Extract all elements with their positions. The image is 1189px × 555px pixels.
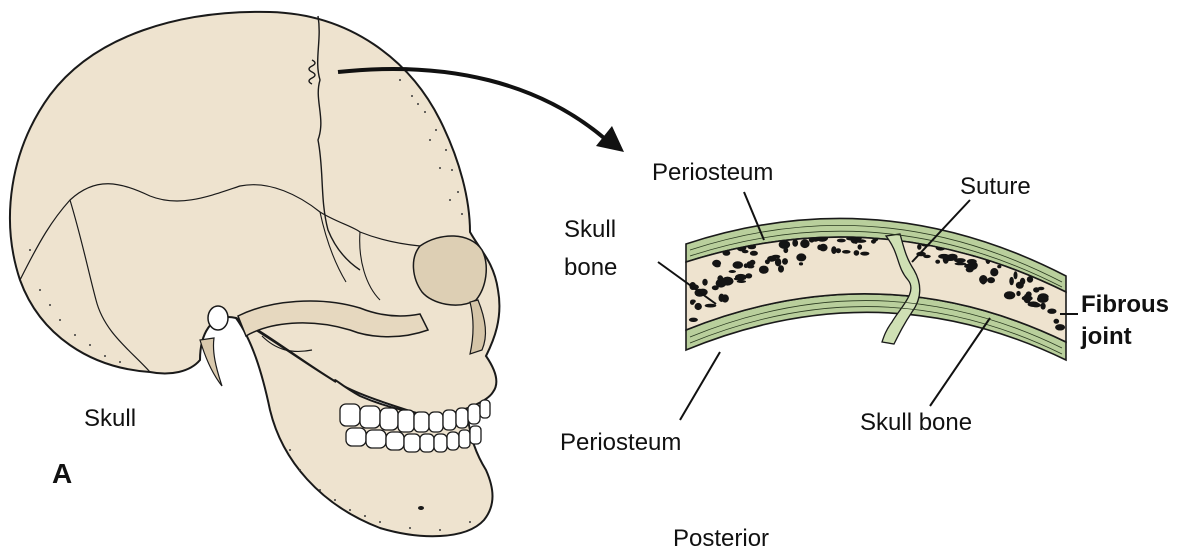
mastoid-process (200, 338, 222, 386)
label-fibrous-joint-line1: Fibrous (1081, 290, 1169, 320)
bone-pore (747, 261, 753, 265)
bone-pore (855, 239, 866, 243)
pointer-skull-bone-right (930, 318, 990, 406)
bone-pore (702, 279, 707, 286)
bone-pore (799, 262, 803, 265)
bone-pore (1020, 278, 1025, 285)
bone-pore (796, 253, 806, 261)
label-skull-bone-right: Skull bone (860, 408, 972, 438)
mental-foramen (418, 506, 424, 510)
bone-pore (837, 239, 846, 243)
bone-pore (858, 244, 863, 249)
bone-pore (1014, 271, 1018, 279)
bone-pore (735, 274, 747, 281)
bone-pore (854, 250, 860, 256)
bone-pore (981, 279, 986, 285)
panel-letter: A (52, 456, 72, 491)
bone-pore (1027, 276, 1033, 283)
bone-pore (721, 294, 729, 302)
bone-pore (759, 266, 769, 274)
label-skull-bone-left-line2: bone (564, 253, 617, 283)
bone-pore (691, 300, 696, 304)
bone-pore (1004, 291, 1015, 299)
bone-pore (990, 268, 998, 276)
bone-pore (750, 251, 758, 256)
bone-pore (1054, 319, 1060, 324)
label-periosteum-bottom: Periosteum (560, 428, 681, 458)
label-skull-bone-left-line1: Skull (564, 215, 616, 245)
bone-pore (917, 244, 921, 250)
bone-pore (819, 244, 828, 252)
skull-illustration (10, 12, 499, 536)
bone-pore (695, 303, 702, 310)
bone-pore (1055, 324, 1065, 330)
bone-pore (782, 240, 787, 244)
bone-pore (955, 262, 967, 265)
bone-pore (792, 239, 798, 246)
bone-pore (772, 255, 781, 259)
bone-pore (800, 239, 809, 248)
bone-pore (733, 261, 744, 268)
bone-pore (1047, 309, 1056, 314)
bone-pore (1024, 295, 1031, 303)
bone-pore (860, 252, 869, 256)
bone-pore (689, 318, 698, 322)
bone-pore (1009, 277, 1014, 285)
bone-pore (935, 260, 940, 264)
bone-pore (964, 265, 973, 268)
bone-pore (842, 250, 851, 254)
bone-pore (997, 265, 1001, 268)
bone-pore (729, 270, 736, 273)
bone-pore (737, 280, 746, 283)
ear-canal (208, 306, 228, 330)
bone-pore (712, 260, 721, 267)
label-suture: Suture (960, 172, 1031, 202)
bone-pore (1033, 287, 1039, 292)
suture-cross-section (686, 218, 1066, 360)
bone-pore (1016, 291, 1020, 296)
label-fibrous-joint-line2: joint (1081, 322, 1132, 352)
label-periosteum-top: Periosteum (652, 158, 773, 188)
bone-pore (765, 259, 770, 264)
bone-pore (831, 246, 836, 254)
bone-pore (987, 277, 995, 283)
pointer-periosteum-bottom (680, 352, 720, 420)
label-skull: Skull (84, 404, 136, 434)
bone-pore (1041, 303, 1046, 310)
bone-pore (722, 277, 734, 286)
bone-pore (1038, 293, 1049, 300)
bone-pore (947, 254, 958, 260)
eye-orbit (413, 236, 486, 305)
bone-pore (778, 265, 784, 272)
bone-pore (782, 258, 788, 265)
bone-pore (705, 304, 717, 308)
